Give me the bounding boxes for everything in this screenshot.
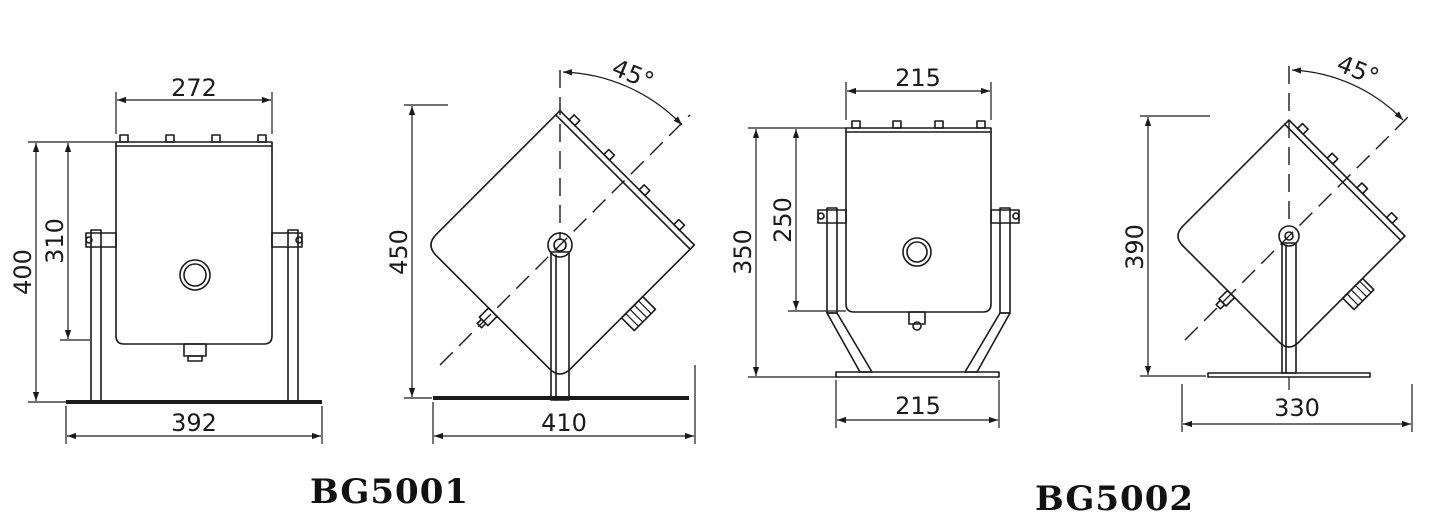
- model-label-bg5002: BG5002: [1035, 479, 1195, 519]
- bg5001-front-width-label: 272: [171, 74, 217, 102]
- bg5001-front-view: 272 400 310 392: [9, 74, 323, 444]
- bg5002-front-width-label: 215: [895, 64, 941, 92]
- bg5001-side-base-label: 410: [541, 409, 587, 437]
- bg5001-front-body-height-label: 310: [41, 218, 69, 264]
- bg5002-side-view: 390 330 45°: [1121, 50, 1413, 432]
- bg5001-side-height-label: 450: [385, 229, 413, 275]
- bg5002-front-total-height-label: 350: [729, 229, 757, 275]
- model-label-bg5001: BG5001: [310, 472, 470, 512]
- bg5001-side-angle-label: 45°: [608, 54, 658, 96]
- bg5002-front-view: 215 350 250 215: [729, 64, 1020, 428]
- bg5002-front-base-label: 215: [895, 392, 941, 420]
- bg5002-side-base-label: 330: [1274, 394, 1320, 422]
- bg5002-side-height-label: 390: [1121, 224, 1149, 270]
- bg5001-front-base-label: 392: [171, 409, 217, 437]
- bg5002-front-body-height-label: 250: [769, 197, 797, 243]
- bg5001-front-total-height-label: 400: [9, 249, 37, 295]
- bg5002-side-angle-label: 45°: [1333, 50, 1383, 92]
- bg5001-side-view: 450 410 45°: [385, 54, 696, 444]
